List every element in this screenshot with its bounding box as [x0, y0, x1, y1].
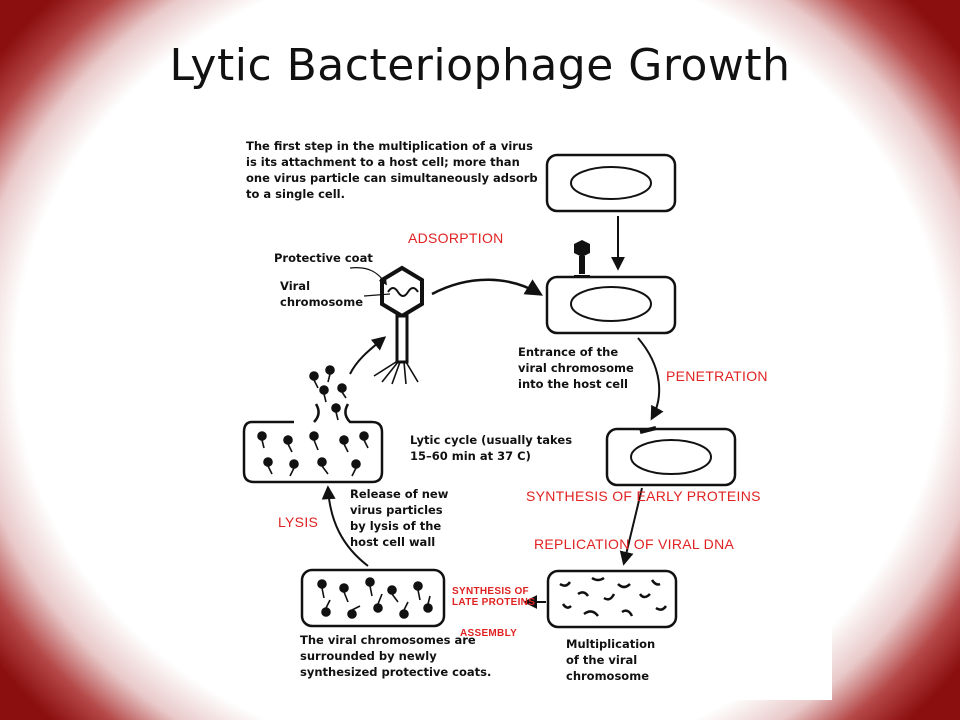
attached-phage	[574, 240, 590, 277]
arrow-release	[349, 336, 387, 375]
free-phage	[373, 265, 424, 385]
host-cell-2	[545, 275, 677, 335]
intro-text: The first step in the multiplication of …	[246, 139, 538, 201]
label-replication: REPLICATION OF VIRAL DNA	[534, 536, 735, 552]
pointer-protective-coat	[349, 267, 387, 286]
slide-title: Lytic Bacteriophage Growth	[169, 40, 791, 91]
lytic-cycle-diagram: The first step in the multiplication of …	[232, 126, 832, 700]
host-cell-3	[605, 426, 737, 487]
host-cell-1	[545, 153, 677, 213]
arrow-lysis	[321, 485, 369, 567]
label-lysis: LYSIS	[278, 514, 319, 530]
label-penetration: PENETRATION	[666, 368, 768, 384]
label-viral-chromosome: Viral chromosome	[280, 279, 363, 309]
arrow-replication	[619, 487, 643, 566]
label-lytic-cycle: Lytic cycle (usually takes 15–60 min at …	[410, 433, 573, 463]
diagram-artwork	[242, 153, 737, 629]
host-cell-6-lysing	[242, 365, 384, 484]
host-cell-5	[300, 568, 446, 628]
label-adsorption: ADSORPTION	[408, 230, 504, 246]
label-multiplication: Multiplication of the viral chromosome	[566, 637, 656, 683]
label-synthesis-early: SYNTHESIS OF EARLY PROTEINS	[526, 488, 761, 504]
label-release: Release of new virus particles by lysis …	[350, 487, 449, 549]
label-synthesis-late: SYNTHESIS OF LATE PROTEINS	[452, 586, 536, 608]
arrow-penetration	[637, 337, 664, 421]
label-assembly: ASSEMBLY	[460, 628, 518, 639]
label-surrounded: The viral chromosomes are surrounded by …	[300, 633, 492, 679]
pointer-viral-chromosome	[363, 293, 391, 297]
arrow-to-host	[431, 278, 544, 296]
label-entrance: Entrance of the viral chromosome into th…	[518, 345, 634, 391]
host-cell-4	[546, 569, 678, 629]
label-protective-coat: Protective coat	[274, 251, 373, 265]
